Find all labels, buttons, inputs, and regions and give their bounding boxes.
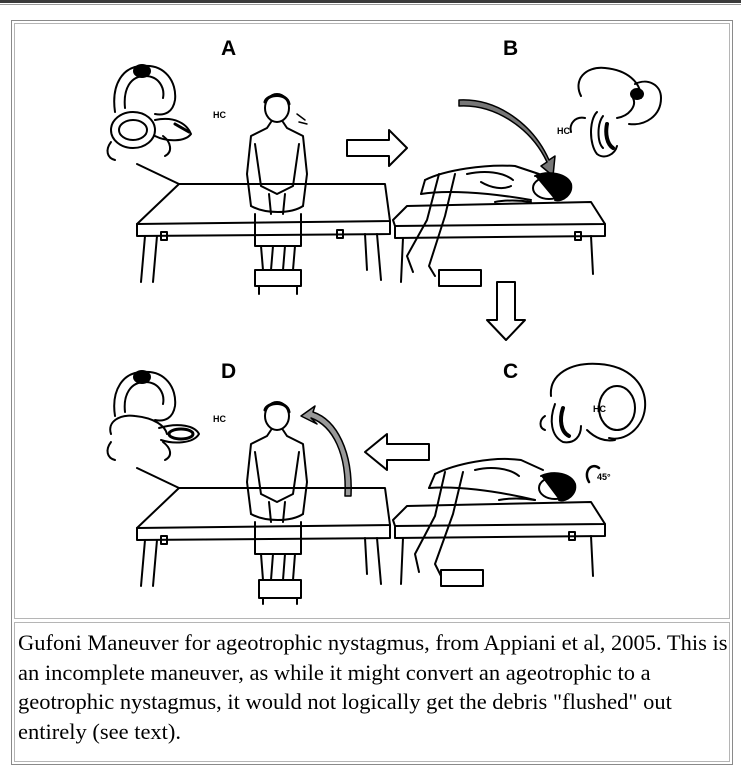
panel-a-hc-label: HC bbox=[213, 110, 226, 120]
panel-d-letter: D bbox=[221, 360, 236, 383]
panel-c-table bbox=[392, 501, 606, 585]
panel-c-inner-ear bbox=[539, 362, 647, 444]
panel-d-inner-ear bbox=[106, 370, 200, 461]
panel-d: D HC bbox=[106, 360, 391, 605]
figure-cell: A HC bbox=[14, 23, 730, 619]
arrow-c-to-d bbox=[364, 433, 430, 471]
arrow-a-to-b bbox=[346, 129, 408, 167]
top-rule bbox=[0, 0, 741, 3]
panel-b-patient bbox=[406, 164, 573, 287]
panel-d-hc-label: HC bbox=[213, 414, 226, 424]
panel-c-rotation-arrow bbox=[585, 465, 601, 484]
panel-b: B HC bbox=[392, 37, 662, 287]
panel-b-motion-arrow bbox=[458, 99, 556, 177]
panel-b-table bbox=[392, 201, 606, 283]
panel-a-patient bbox=[246, 93, 308, 295]
arrow-b-to-c bbox=[486, 281, 526, 341]
figure-table bbox=[11, 20, 733, 765]
panel-b-letter: B bbox=[503, 37, 518, 60]
caption-cell: Gufoni Maneuver for ageotrophic nystagmu… bbox=[14, 622, 730, 762]
panel-d-patient bbox=[246, 401, 308, 605]
panel-a: A HC bbox=[106, 37, 391, 295]
panel-a-table bbox=[136, 163, 391, 283]
panel-a-inner-ear bbox=[106, 64, 192, 161]
panel-d-table bbox=[136, 467, 391, 587]
panel-b-inner-ear bbox=[569, 66, 662, 158]
top-rule-shadow bbox=[0, 4, 741, 5]
panel-c: C HC 45° bbox=[392, 360, 647, 587]
panel-a-letter: A bbox=[221, 37, 236, 60]
panel-c-patient bbox=[414, 457, 577, 587]
panel-b-hc-label: HC bbox=[557, 126, 570, 136]
panel-c-letter: C bbox=[503, 360, 518, 383]
panel-d-motion-arrow bbox=[300, 405, 352, 497]
panel-c-angle-label: 45° bbox=[597, 472, 611, 482]
maneuver-illustration: A HC bbox=[106, 37, 662, 605]
figure-caption: Gufoni Maneuver for ageotrophic nystagmu… bbox=[18, 630, 728, 744]
